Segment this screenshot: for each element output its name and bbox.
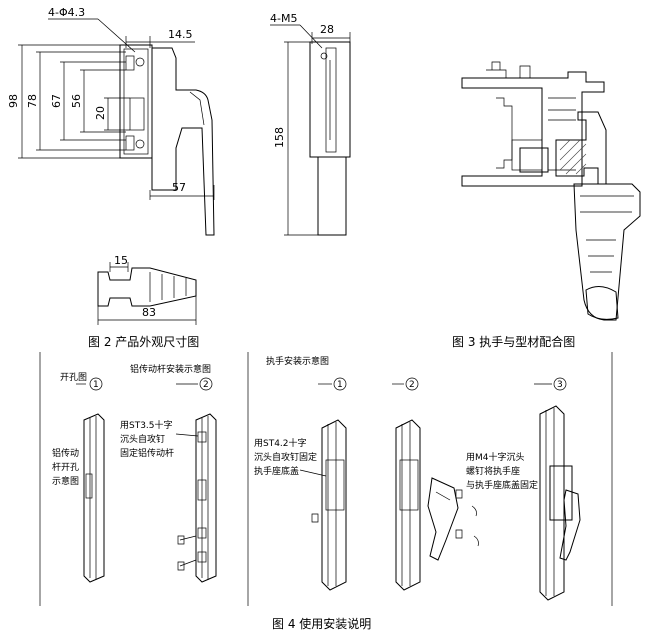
step-3-right: 3 [557, 380, 563, 390]
fig2-side-view: 4-M5 28 158 [270, 12, 351, 236]
dim-57: 57 [172, 181, 186, 194]
left-label-1: 铝传动 [52, 447, 79, 459]
dim-98: 98 [7, 94, 20, 108]
r-label-3: 执手座底盖 [254, 465, 299, 477]
fig2-front-view: 4-Φ4.3 14.5 98 [7, 6, 215, 236]
mid-label-2: 沉头自攻钉 [120, 433, 165, 445]
dim-15: 15 [114, 254, 128, 267]
fig4-left-panel: 开孔图 1 铝传动杆安装示意图 2 铝传动 杆开孔 示意图 用ST3.5十字 沉… [52, 363, 217, 583]
step-1-left: 1 [93, 380, 99, 390]
dim-83: 83 [142, 306, 156, 319]
step-1-right: 1 [337, 380, 343, 390]
right-title: 执手安装示意图 [266, 355, 329, 367]
step-2-left: 2 [203, 380, 209, 390]
fig3-caption: 图 3 执手与型材配合图 [452, 334, 575, 349]
fig3-profile-assembly [461, 61, 641, 321]
dim-56: 56 [70, 94, 83, 108]
dim-67: 67 [50, 94, 63, 108]
dim-78: 78 [26, 94, 39, 108]
hole-label: 4-Φ4.3 [48, 6, 85, 19]
dim-158: 158 [273, 127, 286, 148]
left-title2: 铝传动杆安装示意图 [130, 363, 211, 375]
mid-label-1: 用ST3.5十字 [120, 419, 173, 431]
left-title: 开孔图 [60, 372, 87, 383]
step-2-right: 2 [409, 380, 415, 390]
r-label2-3: 与执手座底盖固定 [466, 479, 538, 491]
left-label-3: 示意图 [52, 475, 79, 487]
r-label-1: 用ST4.2十字 [254, 437, 307, 449]
r-label2-2: 螺钉将执手座 [466, 465, 520, 477]
mid-label-3: 固定铝传动杆 [120, 447, 174, 459]
dim-28: 28 [320, 23, 334, 36]
dim-14-5: 14.5 [168, 28, 193, 41]
dim-20: 20 [94, 106, 107, 120]
side-hole-label: 4-M5 [270, 12, 297, 25]
r-label-2: 沉头自攻钉固定 [254, 451, 317, 463]
fig4-right-panel: 执手安装示意图 1 2 3 用ST4.2十字 沉头自攻钉固定 执手座底盖 用M4… [254, 355, 581, 601]
left-label-2: 杆开孔 [52, 461, 79, 473]
r-label2-1: 用M4十字沉头 [466, 451, 525, 463]
fig2-bottom-view: 15 83 [97, 254, 197, 325]
fig4-caption: 图 4 使用安装说明 [272, 616, 371, 631]
fig2-caption: 图 2 产品外观尺寸图 [88, 335, 199, 349]
